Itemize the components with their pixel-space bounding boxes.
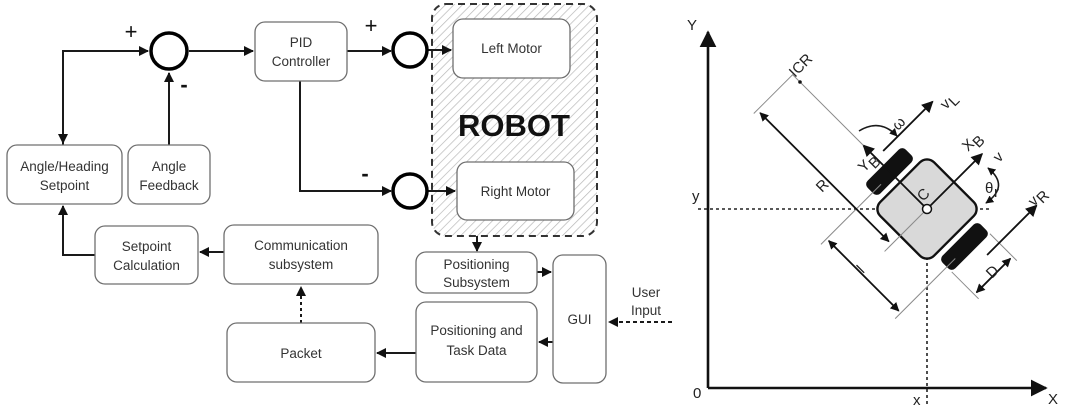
block-label: Setpoint: [122, 239, 172, 254]
sum3-minus-sign: -: [361, 161, 368, 186]
radius-label: R: [813, 176, 833, 196]
block-label: Right Motor: [481, 184, 551, 199]
icr-point: [798, 80, 802, 84]
block-label: Positioning and: [430, 323, 522, 338]
sum1-minus-sign: -: [180, 72, 187, 97]
block-label: Feedback: [139, 178, 199, 193]
svg-text:r: r: [994, 184, 999, 201]
block-packet: Packet: [226, 322, 376, 383]
kinematics-diagram: Y X 0 y x: [687, 17, 1058, 408]
wheel-diameter-label: D: [983, 262, 1003, 282]
omega-arc: [858, 124, 898, 137]
icr-line: [753, 73, 864, 146]
r-dimension-arrow: [759, 112, 890, 243]
block-label: Setpoint: [40, 178, 90, 193]
xb-label: X B: [959, 132, 989, 155]
wheelbase-label: l: [854, 262, 868, 276]
block-label: Calculation: [113, 258, 180, 273]
summing-junction-2: [391, 31, 429, 69]
svg-text:θ: θ: [985, 180, 993, 197]
sum1-plus-sign: +: [125, 19, 138, 44]
block-positioning-task-data: Positioning and Task Data: [415, 301, 538, 383]
block-label: Task Data: [446, 343, 507, 358]
wire-setpoint-to-sum1: [62, 46, 149, 145]
x-coordinate-label: x: [913, 392, 921, 408]
y-coordinate-label: y: [692, 188, 700, 205]
sum2-plus-sign: +: [365, 13, 378, 38]
d-extension-line-1: [951, 271, 979, 300]
wire-setpoint-calc-to-setpoint: [58, 205, 95, 256]
block-angle-heading-setpoint: Angle/Heading Setpoint: [6, 144, 123, 205]
block-setpoint-calculation: Setpoint Calculation: [94, 225, 199, 285]
block-label: Communication: [254, 238, 348, 253]
origin-label: 0: [693, 385, 701, 402]
vl-arrow: [882, 100, 934, 152]
user-input-label: User: [632, 285, 661, 300]
l-extension-line-2: [894, 258, 956, 319]
wire-pid-to-sum3: [299, 81, 392, 196]
v-label: v: [990, 148, 1008, 166]
vr-arrow: [986, 204, 1038, 256]
block-label: Controller: [272, 54, 331, 69]
block-angle-feedback: Angle Feedback: [127, 144, 211, 205]
right-wheel: [941, 223, 988, 270]
vr-label: v R: [1025, 187, 1053, 210]
block-label: Left Motor: [481, 41, 542, 56]
theta-arc: [985, 167, 1000, 204]
vl-label: v L: [937, 92, 963, 113]
x-axis-label: X: [1048, 391, 1058, 408]
block-right-motor: Right Motor: [456, 161, 575, 221]
block-communication-subsystem: Communication subsystem: [223, 224, 379, 285]
block-diagram: ROBOT +: [6, 3, 672, 384]
block-label: Angle/Heading: [20, 159, 109, 174]
block-gui: GUI: [552, 254, 607, 384]
block-label: Subsystem: [443, 275, 510, 290]
l-extension-line-1: [820, 183, 882, 245]
center-point: [921, 203, 933, 215]
block-label: PID: [290, 35, 313, 50]
d-extension-line-2: [989, 233, 1018, 261]
block-pid-controller: PID Controller: [254, 21, 348, 82]
summing-junction-3: [391, 172, 429, 210]
user-input-label: Input: [631, 303, 661, 318]
d-dimension-arrow: [975, 257, 1012, 294]
block-label: Angle: [152, 159, 187, 174]
xb-axis: [926, 153, 983, 210]
robot-label: ROBOT: [458, 108, 570, 143]
block-label: GUI: [567, 312, 591, 327]
summing-junction-1: [149, 31, 189, 71]
block-positioning-subsystem: Positioning Subsystem: [415, 251, 538, 294]
l-dimension-arrow: [828, 240, 900, 312]
theta-label: θ r: [985, 180, 999, 201]
block-label: Packet: [280, 346, 322, 361]
block-left-motor: Left Motor: [452, 18, 571, 79]
block-label: Positioning: [443, 257, 509, 272]
block-label: subsystem: [269, 257, 334, 272]
y-axis-label: Y: [687, 17, 697, 34]
